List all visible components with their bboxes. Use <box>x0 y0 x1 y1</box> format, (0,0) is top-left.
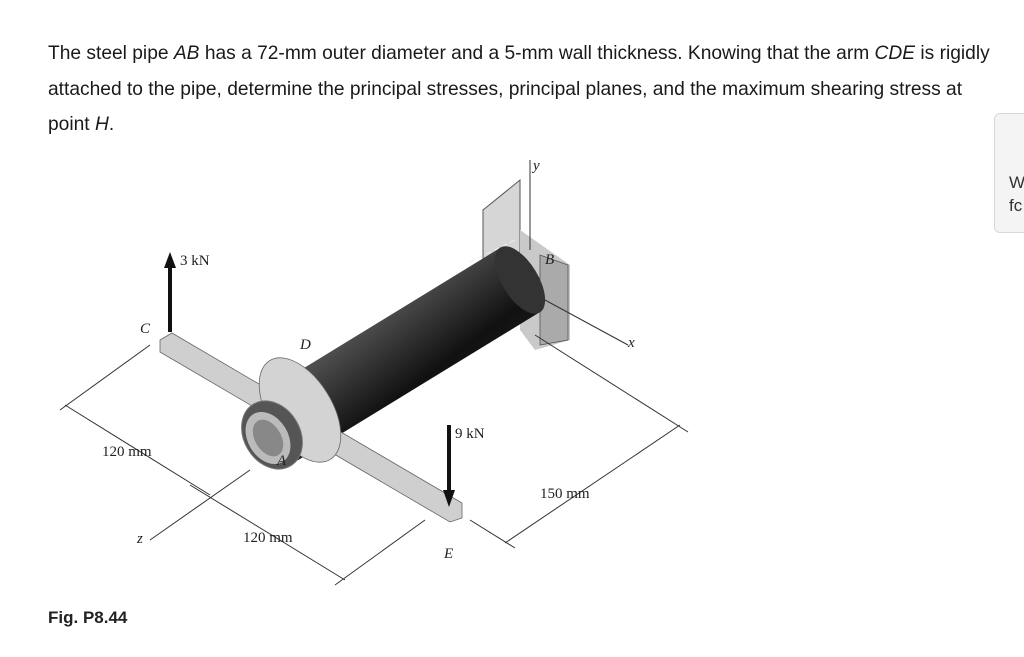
y-axis-label: y <box>531 158 540 174</box>
x-axis <box>544 299 629 346</box>
point-d-label: D <box>299 337 311 353</box>
side-card-line1: W <box>1009 173 1024 192</box>
point-b-label: B <box>545 252 554 268</box>
figure-caption: Fig. P8.44 <box>48 608 128 627</box>
arm-label: CDE <box>874 43 916 64</box>
force-arrow-e <box>443 425 455 507</box>
dimension-cd-label: 120 mm <box>102 444 152 460</box>
side-card-line2: fc <box>1009 196 1023 215</box>
x-axis-label: x <box>627 335 635 351</box>
point-label: H <box>94 114 109 135</box>
dimension-lines <box>59 334 689 586</box>
point-e-label: E <box>443 546 453 562</box>
force-arrow-c <box>164 252 176 332</box>
z-axis-label: z <box>136 531 143 547</box>
dimension-ab-label: 150 mm <box>540 486 590 502</box>
arm-cde <box>159 332 463 523</box>
point-c-label: C <box>140 321 151 337</box>
force-c-label: 3 kN <box>180 253 210 269</box>
force-e-label: 9 kN <box>455 426 485 442</box>
dimension-de-label: 120 mm <box>243 530 293 546</box>
point-a-label: A <box>276 453 287 469</box>
side-card[interactable]: W fc <box>994 113 1024 233</box>
pipe-label: AB <box>173 43 200 64</box>
problem-statement: The steel pipe AB has a 72-mm outer diam… <box>48 43 990 135</box>
